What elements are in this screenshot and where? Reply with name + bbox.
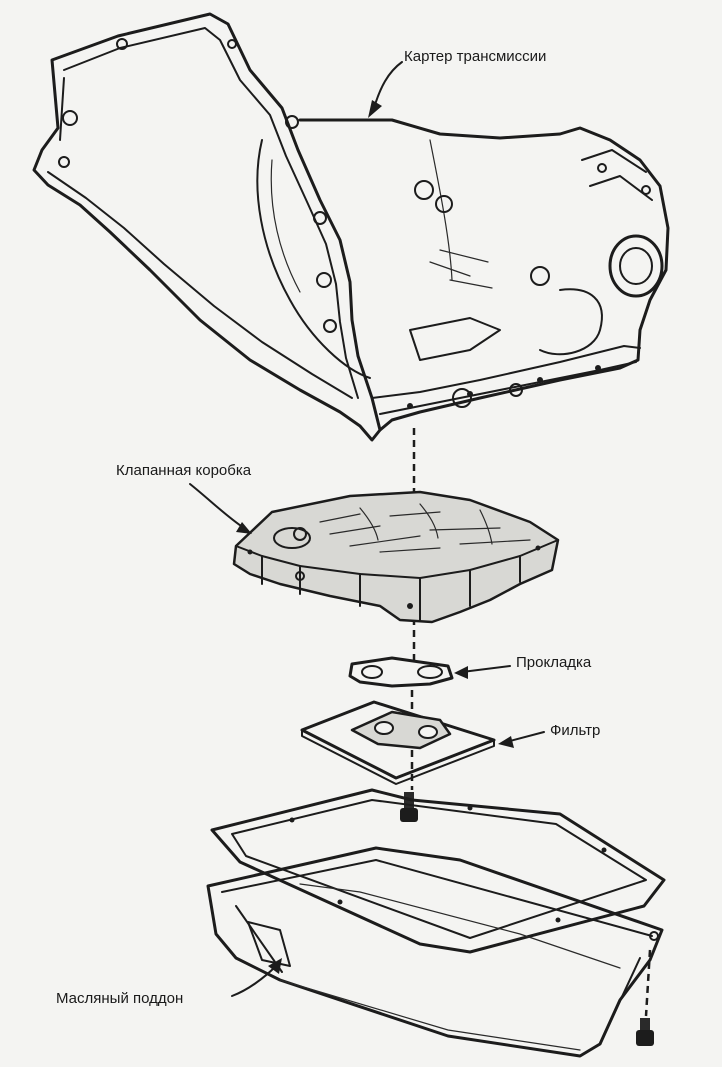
label-valve-body: Клапанная коробка bbox=[116, 462, 252, 479]
gasket-drawing bbox=[348, 656, 454, 688]
label-transmission-case: Картер трансмиссии bbox=[404, 48, 547, 65]
leader-lines bbox=[189, 61, 545, 997]
label-gasket: Прокладка bbox=[516, 654, 592, 671]
label-oil-pan: Масляный поддон bbox=[56, 990, 184, 1007]
label-filter: Фильтр bbox=[550, 722, 601, 739]
pan-bolt-drawing bbox=[636, 1018, 654, 1046]
filter-drawing bbox=[300, 700, 496, 785]
oil-pan-drawing bbox=[206, 846, 664, 1058]
transmission-case-drawing bbox=[32, 12, 670, 442]
pan-gasket-drawing bbox=[210, 788, 666, 954]
valve-body-drawing bbox=[232, 490, 560, 624]
